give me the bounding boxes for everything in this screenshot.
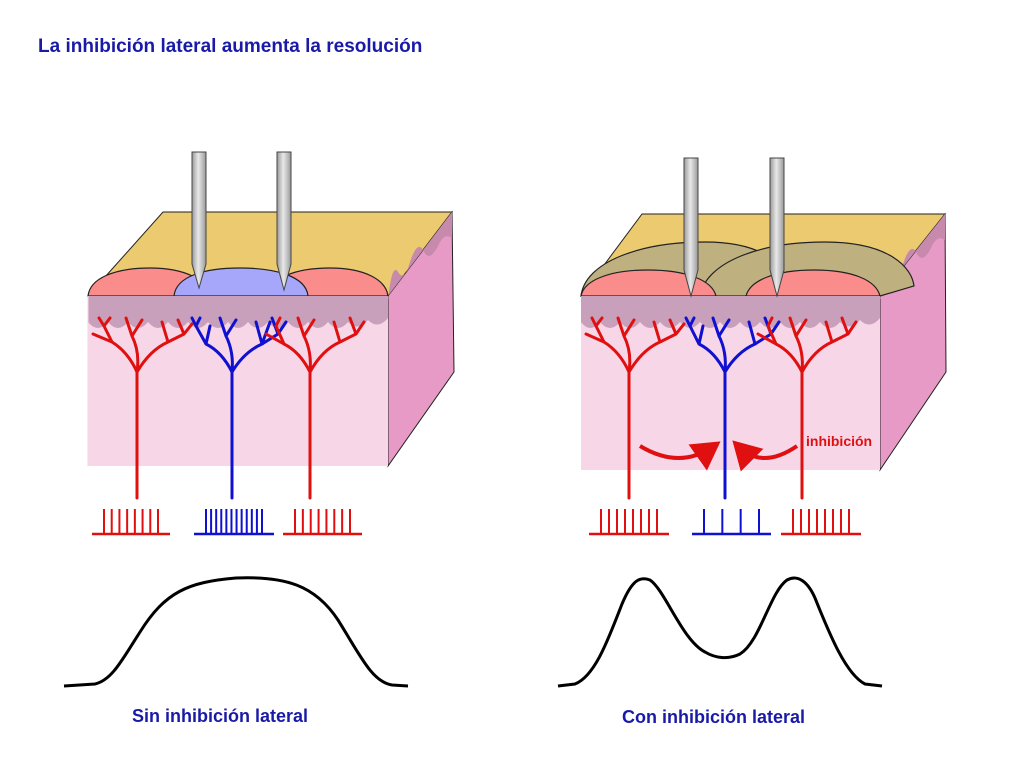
inhibition-label: inhibición	[806, 433, 873, 449]
caption-left: Sin inhibición lateral	[132, 706, 309, 726]
spike-trains-right	[589, 509, 861, 536]
neuron-right-red-1	[584, 316, 686, 500]
probe-right-1	[683, 157, 699, 298]
neuron-left-red-1	[91, 316, 194, 500]
neuron-left-red-2	[264, 316, 366, 500]
spike-train-right-blue	[692, 509, 771, 536]
probe-right-2	[769, 157, 785, 298]
spike-trains-left	[92, 509, 362, 536]
spike-train-right-red-2	[781, 509, 861, 536]
neuron-right-red-2	[756, 316, 858, 500]
caption-right: Con inhibición lateral	[622, 707, 806, 727]
inhibition-arrow-right	[732, 440, 799, 472]
slide-title: La inhibición lateral aumenta la resoluc…	[38, 36, 423, 57]
skin-block-left	[86, 210, 455, 468]
spike-train-right-red-1	[589, 509, 669, 536]
response-curve-right	[557, 576, 883, 688]
response-curve-left	[63, 576, 409, 688]
receptive-field-left-blue	[173, 267, 309, 297]
receptive-field-right-red-1	[580, 269, 717, 297]
epidermis-band-left	[88, 296, 388, 328]
inhibition-arrow-left	[638, 441, 721, 471]
spike-train-left-blue	[194, 509, 274, 536]
spike-train-left-red-2	[283, 509, 362, 536]
spike-train-left-red-1	[92, 509, 170, 536]
skin-block-right	[580, 212, 947, 472]
probe-left-2	[276, 151, 292, 292]
epidermis-band-right	[581, 296, 880, 328]
probe-left-1	[191, 151, 207, 290]
